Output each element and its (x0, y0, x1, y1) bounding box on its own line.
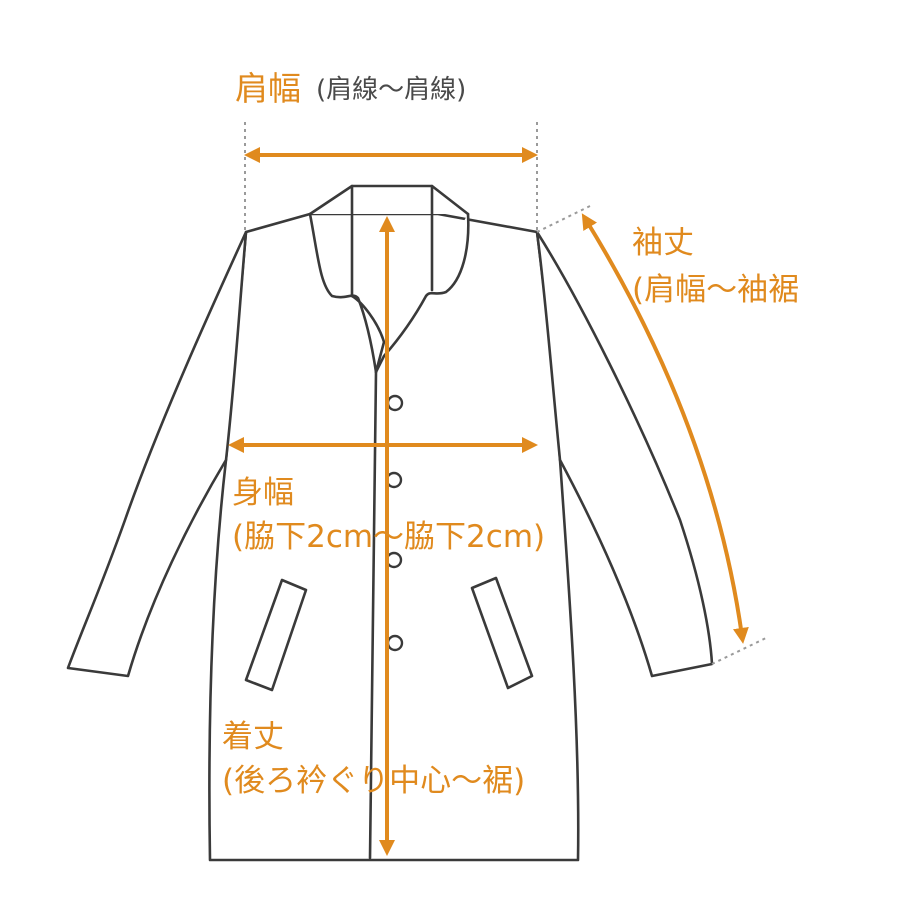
right-lapel (374, 212, 470, 374)
body-width-label: 身幅 (232, 475, 294, 511)
sleeve-guide-top (536, 205, 591, 233)
total-length-note: (後ろ衿ぐり中心〜裾) (222, 763, 526, 799)
button-4 (386, 634, 404, 652)
shoulder-width-note: (肩線〜肩線) (316, 75, 467, 105)
sleeve-guide-bottom (711, 637, 767, 665)
button-3 (385, 551, 403, 569)
button-1 (386, 394, 404, 412)
left-sleeve (66, 230, 248, 678)
back-collar (308, 184, 470, 216)
sleeve-length-note: (肩幅〜袖裾 (632, 272, 800, 308)
body-width-note: (脇下2cm〜脇下2cm) (232, 519, 546, 555)
guide-lines (244, 122, 767, 665)
measurement-arrows (228, 147, 749, 856)
right-pocket (470, 576, 534, 690)
left-pocket (244, 578, 308, 692)
shoulder-width-label: 肩幅 (235, 69, 301, 108)
front-placket (368, 370, 378, 860)
total-length-label: 着丈 (222, 719, 284, 755)
sleeve-length-label: 袖丈 (632, 225, 694, 261)
sleeve-length-arrow (581, 213, 749, 644)
button-2 (385, 471, 403, 489)
